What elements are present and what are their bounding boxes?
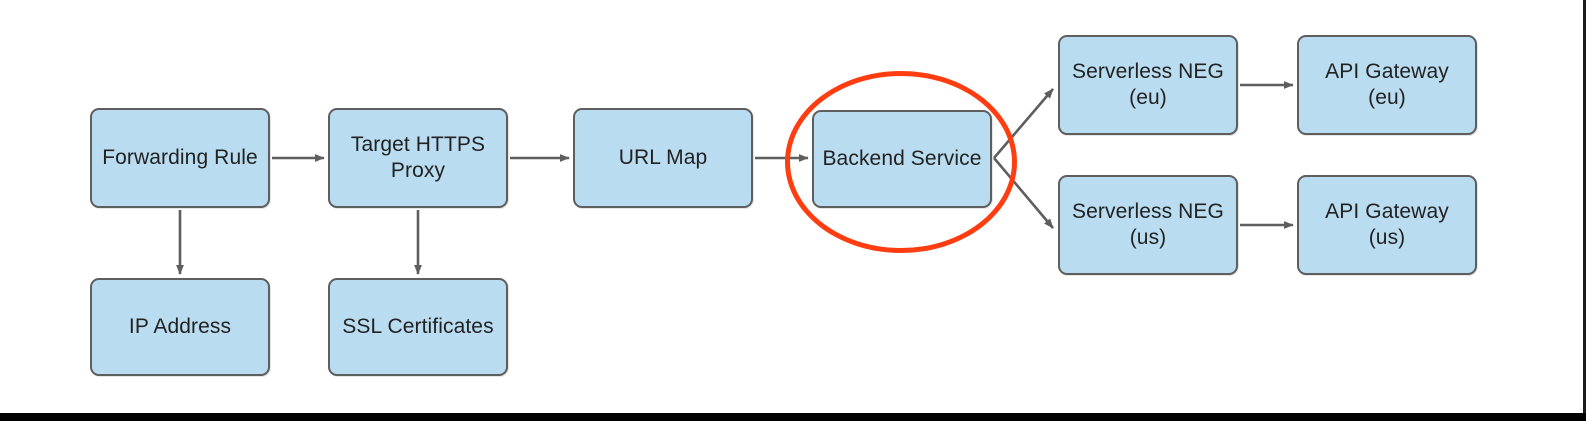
node-url-map[interactable]: URL Map xyxy=(573,108,753,208)
node-label: Target HTTPS Proxy xyxy=(350,133,486,182)
node-ip-address[interactable]: IP Address xyxy=(90,278,270,376)
node-serverless-neg-eu[interactable]: Serverless NEG (eu) xyxy=(1058,35,1238,135)
node-label: IP Address xyxy=(128,315,232,339)
node-forwarding-rule[interactable]: Forwarding Rule xyxy=(90,108,270,208)
window-frame-bottom-edge xyxy=(0,413,1586,421)
node-serverless-neg-us[interactable]: Serverless NEG (us) xyxy=(1058,175,1238,275)
node-label: SSL Certificates xyxy=(342,315,494,339)
window-frame-right-edge xyxy=(1583,0,1586,421)
node-label: API Gateway (us) xyxy=(1325,200,1449,249)
node-label: Serverless NEG (eu) xyxy=(1072,60,1224,109)
node-label: Forwarding Rule xyxy=(102,146,258,170)
node-ssl-certificates[interactable]: SSL Certificates xyxy=(328,278,508,376)
node-target-https-proxy[interactable]: Target HTTPS Proxy xyxy=(328,108,508,208)
node-label: Serverless NEG (us) xyxy=(1072,200,1224,249)
node-label: API Gateway (eu) xyxy=(1325,60,1449,109)
node-api-gateway-us[interactable]: API Gateway (us) xyxy=(1297,175,1477,275)
node-api-gateway-eu[interactable]: API Gateway (eu) xyxy=(1297,35,1477,135)
node-label: URL Map xyxy=(618,146,708,170)
backend-service-highlight-ellipse xyxy=(785,71,1017,253)
